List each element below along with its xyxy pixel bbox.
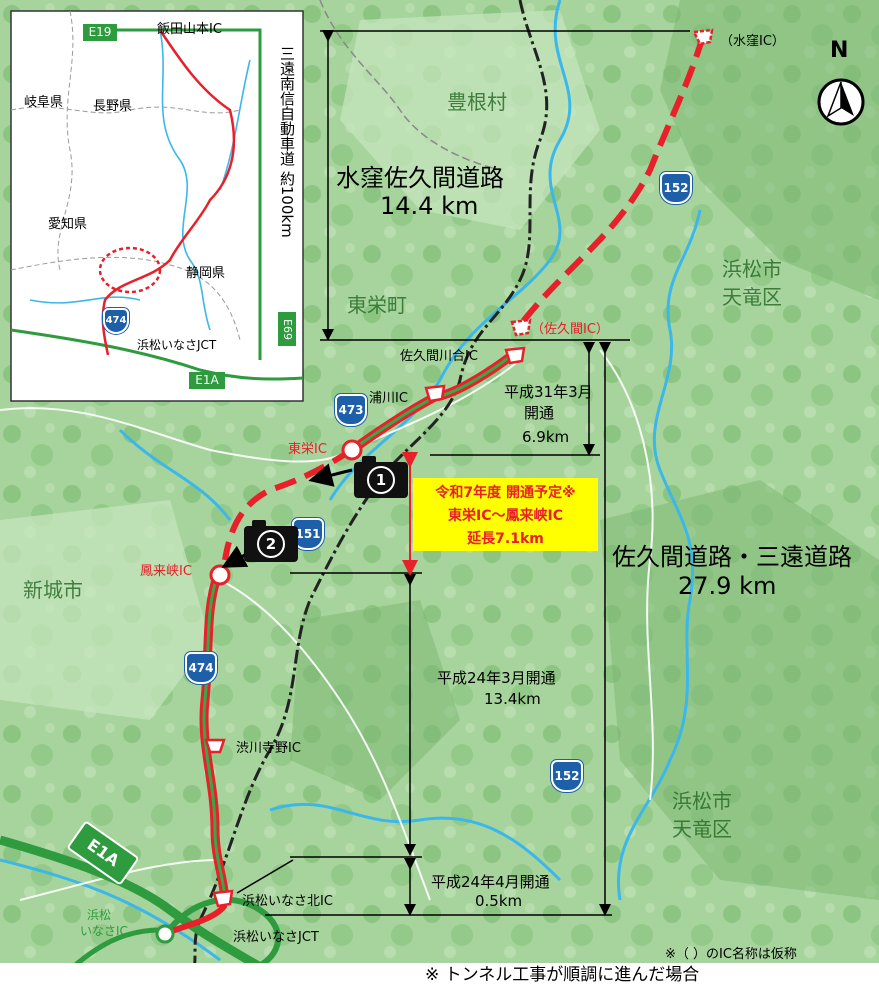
sanen-road-planned [222,35,706,561]
segment-misakubo-length: 14.4 km [380,192,479,220]
ic-sakuma-symbol [510,318,532,337]
ic-urakawa-symbol [424,384,446,403]
photo-marker-1: 1 [354,456,408,498]
inset-map [10,10,304,402]
ic-sakuma-label: （佐久間IC） [531,322,609,337]
inset-aichi-label: 愛知県 [48,217,88,232]
ic-shibukawa-label: 渋川寺野IC [236,741,301,756]
route-473-shield: 473 [335,394,367,426]
route-152-shield-a: 152 [660,172,692,204]
ic-inasa-green-symbol [155,924,175,944]
footnote-kasho: ※（ ）のIC名称は仮称 [665,947,797,962]
region-hamamatsu-1a: 浜松市 [722,257,782,281]
ic-inasa-label-2: いなさIC [80,924,128,938]
inset-highlight-ellipse [98,246,162,294]
inset-sanen-road [101,29,236,356]
seg-h24-4-line1: 平成24年4月開通 [431,873,550,891]
planned-opening-box: 令和7年度 開通予定※ 東栄IC～鳳来峡IC 延長7.1km [413,478,598,551]
segment-misakubo-title: 水窪佐久間道路 [336,164,504,192]
ic-sakuma-kawai-symbol [504,346,526,365]
seg-h24-3-length: 13.4km [484,690,541,708]
seg-h31-length: 6.9km [522,428,570,446]
segment-sakuma-sanen-length: 27.9 km [678,572,777,600]
planned-line3: 延長7.1km [467,531,544,547]
municipal-boundary [319,0,501,171]
ic-inasa-kita-symbol [212,889,234,908]
region-toyone: 豊根村 [447,90,507,114]
photo-marker-1-number: 1 [367,466,395,494]
ic-inasa-label-1: 浜松 [87,908,112,922]
region-shinshiro: 新城市 [23,578,83,602]
ic-shibukawa-symbol [204,738,226,754]
ic-urakawa-label: 浦川IC [369,391,408,406]
photo-marker-2-number: 2 [257,530,285,558]
inset-gifu-label: 岐阜県 [24,95,64,110]
ic-inasa-jct-label: 浜松いなさJCT [233,930,319,945]
dimension-lines [236,30,690,916]
seg-h24-3-line1: 平成24年3月開通 [437,669,556,687]
inset-e1a-road [10,328,304,381]
seg-h31-line1: 平成31年3月 [504,383,593,401]
ic-misakubo-symbol [692,28,714,46]
inset-nagano-label: 長野県 [93,99,133,114]
ic-sakuma-kawai-label: 佐久間川合IC [400,349,478,364]
ic-misakubo-label: （水窪IC） [720,34,785,49]
ic-horaikyo-label: 鳳来峡IC [140,564,192,579]
north-label: N [830,38,849,63]
north-arrow [817,78,865,126]
ic-inasa-kita-label: 浜松いなさ北IC [242,894,333,909]
planned-line2: 東栄IC～鳳来峡IC [448,508,563,524]
inset-e19-road [90,28,262,360]
inset-e19-shield: E19 [83,24,117,41]
inset-iidayamamoto-label: 飯田山本IC [157,22,222,37]
inset-e69-shield: E69 [278,312,296,346]
segment-sakuma-sanen-title: 佐久間道路・三遠道路 [612,543,852,571]
footnote-tunnel: ※ トンネル工事が順調に進んだ場合 [425,965,700,985]
inset-sanen-label: 三遠南信自動車道 約100km [278,46,296,238]
inset-e1a-shield: E1A [189,372,225,389]
region-tenryu-1b: 天竜区 [722,285,782,309]
route-152-shield-b: 152 [551,760,583,792]
ic-toei-label: 東栄IC [288,442,327,457]
region-tenryu-2b: 天竜区 [672,817,732,841]
route-474-shield: 474 [185,652,217,684]
seg-h31-line2: 開通 [524,404,555,422]
terrain-dark-patches [290,0,879,900]
inset-inasa-jct-label: 浜松いなさJCT [137,338,217,352]
photo-marker-2: 2 [244,520,298,562]
ic-horaikyo-symbol [209,564,231,586]
rivers [0,0,702,962]
footer-strip [0,963,879,979]
terrain-light-patches [0,10,600,720]
seg-h24-4-length: 0.5km [475,892,523,910]
planned-line1: 令和7年度 開通予定※ [435,485,576,501]
region-hamamatsu-2a: 浜松市 [672,789,732,813]
inset-474-shield: 474 [103,308,129,334]
inset-shizuoka-label: 静岡県 [186,266,226,281]
ic-toei-symbol [341,439,363,461]
ic-symbols [155,28,714,944]
region-toei: 東栄町 [347,293,407,317]
